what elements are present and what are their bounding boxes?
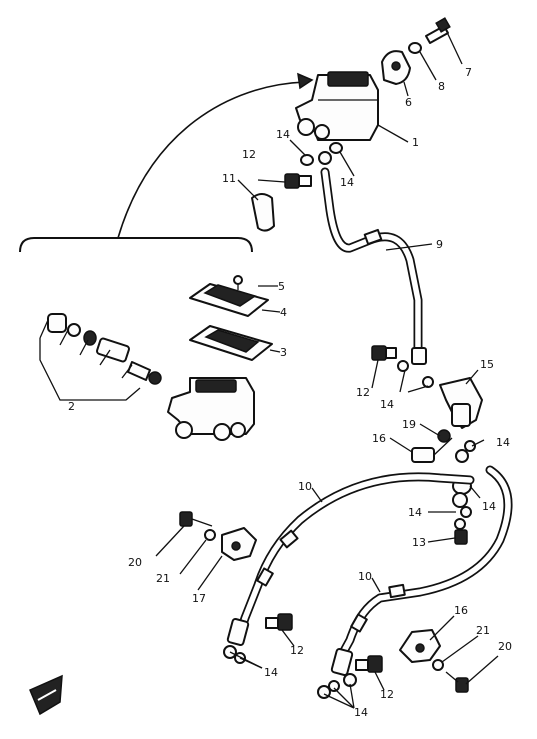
callout-label: 8 <box>438 80 445 93</box>
washer-19 <box>437 429 451 443</box>
callout-label: 14 <box>408 506 422 519</box>
callout-label: 14 <box>264 666 278 679</box>
reservoir-cap-4 <box>189 283 269 317</box>
union-cluster <box>452 477 472 545</box>
callout-label: 21 <box>156 572 170 585</box>
callout-label: 12 <box>356 386 370 399</box>
washer-21-right <box>432 659 444 671</box>
bracket-16-right <box>399 629 441 663</box>
washer-14-d <box>422 376 434 388</box>
exploded-view-bracket <box>19 72 314 253</box>
callout-label: 21 <box>476 624 490 637</box>
cap-11 <box>251 193 275 232</box>
piston-kit-2 <box>39 313 162 401</box>
bracket-17 <box>221 527 257 561</box>
callout-label: 14 <box>340 176 354 189</box>
callout-label: 15 <box>480 358 494 371</box>
washer-14-b <box>329 142 343 154</box>
brake-hose-10-left <box>226 472 475 646</box>
callout-label: 12 <box>242 148 256 161</box>
callout-label: 2 <box>68 400 75 413</box>
callout-label: 14 <box>276 128 290 141</box>
bolt-20-left <box>179 511 213 527</box>
callout-label: 14 <box>354 706 368 719</box>
callout-label: 10 <box>298 480 312 493</box>
screw-5 <box>233 275 243 290</box>
front-direction-icon <box>29 674 63 716</box>
callout-label: 19 <box>402 418 416 431</box>
bolt-16 <box>411 437 453 463</box>
callout-label: 13 <box>412 536 426 549</box>
washer-8 <box>408 42 422 54</box>
callout-label: 3 <box>280 346 287 359</box>
diaphragm-3 <box>189 325 273 361</box>
callout-label: 1 <box>412 136 419 149</box>
washer-21-left <box>204 529 216 541</box>
union-bolt-12-mid <box>371 345 397 361</box>
union-bolt-12-lower-right <box>355 655 383 673</box>
callout-label: 16 <box>372 432 386 445</box>
callout-label: 20 <box>128 556 142 569</box>
callout-label: 6 <box>405 96 412 109</box>
callout-label: 7 <box>465 66 472 79</box>
callout-label: 12 <box>290 644 304 657</box>
brake-hose-10-right <box>330 465 513 676</box>
leader-lines <box>155 29 499 709</box>
callout-label: 11 <box>222 172 236 185</box>
callout-label: 17 <box>192 592 206 605</box>
master-cylinder <box>295 71 379 141</box>
washer-14-a <box>300 154 314 166</box>
callout-label: 14 <box>380 398 394 411</box>
callout-label: 20 <box>498 640 512 653</box>
cylinder-body-exploded <box>167 377 255 441</box>
callout-label: 14 <box>482 500 496 513</box>
union-bolt-12-top <box>284 173 312 189</box>
callout-label: 14 <box>496 436 510 449</box>
holder <box>381 50 411 85</box>
callout-label: 10 <box>358 570 372 583</box>
callout-label: 16 <box>454 604 468 617</box>
callout-label: 12 <box>380 688 394 701</box>
callout-label: 4 <box>280 306 287 319</box>
bolt-20-right <box>445 671 469 693</box>
washer-14-c <box>397 360 409 372</box>
joint-15 <box>439 377 483 429</box>
brake-hose-9 <box>320 167 427 365</box>
callout-label: 9 <box>436 238 443 251</box>
union-bolt-12-lower-left <box>265 613 293 631</box>
callout-label: 5 <box>278 280 285 293</box>
